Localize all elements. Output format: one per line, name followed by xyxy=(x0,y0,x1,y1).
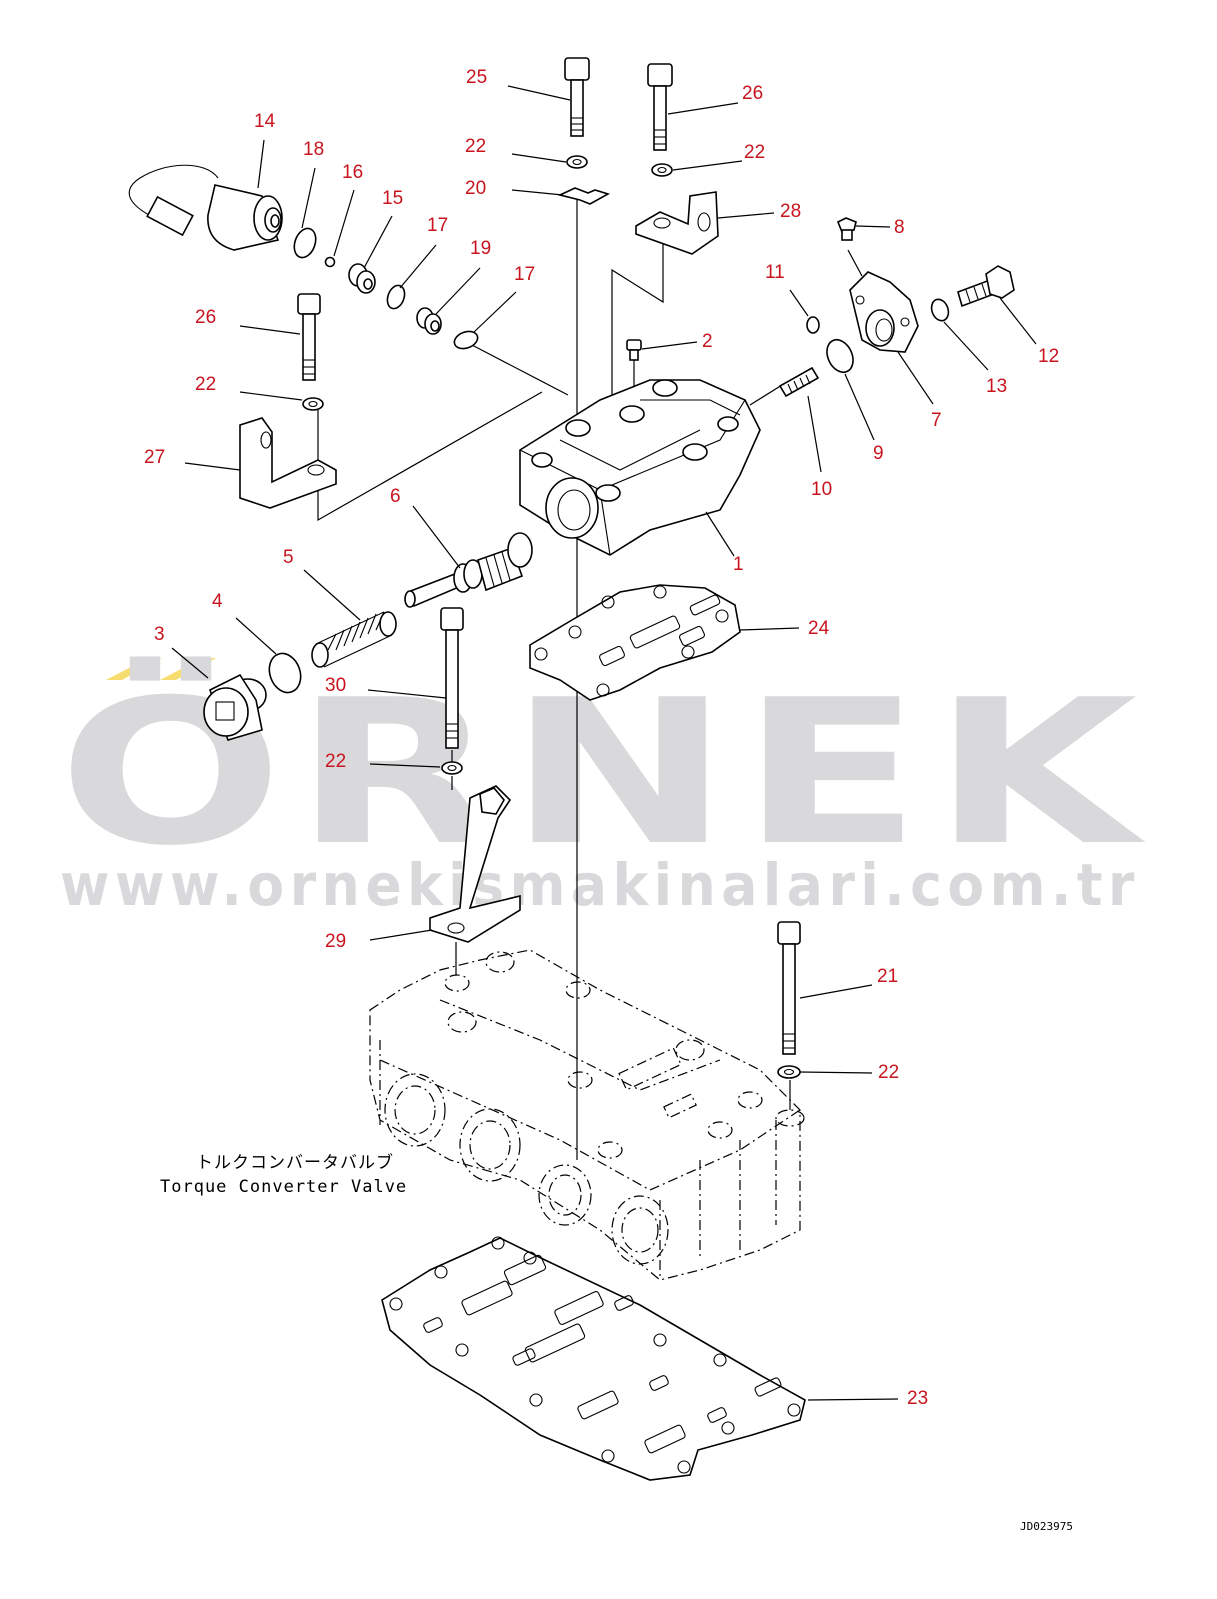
callout-17-upper: 17 xyxy=(427,215,448,236)
watermark-accent-right xyxy=(160,658,216,680)
part-5-spring xyxy=(311,611,397,668)
part-27-bracket xyxy=(239,417,337,509)
callout-19: 19 xyxy=(470,238,491,259)
part-20-plate xyxy=(557,187,611,205)
part-14-solenoid xyxy=(128,164,283,251)
part-28-bracket xyxy=(635,191,719,255)
part-12-bolt xyxy=(957,265,1015,308)
callout-24: 24 xyxy=(808,618,830,639)
callout-18: 18 xyxy=(303,139,324,160)
callout-6: 6 xyxy=(390,486,401,507)
callout-21: 21 xyxy=(877,966,898,987)
part-13-washer xyxy=(930,298,950,322)
callout-25: 25 xyxy=(466,67,487,88)
callout-26-upper: 26 xyxy=(742,83,763,104)
part-22-washer-5 xyxy=(777,1065,801,1079)
callout-3: 3 xyxy=(154,624,165,645)
callout-16: 16 xyxy=(342,162,363,183)
leader-lines xyxy=(171,85,1037,1401)
part-7-cover xyxy=(849,271,919,353)
part-2-plug xyxy=(626,339,642,361)
callout-12: 12 xyxy=(1038,346,1059,367)
callout-20: 20 xyxy=(465,178,486,199)
watermark-accent-left xyxy=(106,658,162,680)
part-22-washer-1 xyxy=(566,155,588,169)
part-10-stud xyxy=(778,366,820,398)
part-30-bolt xyxy=(440,607,464,749)
callouts: 1 2 3 4 5 6 7 8 9 10 11 12 13 14 15 16 1… xyxy=(144,67,1059,1409)
part-4-o-ring xyxy=(268,652,302,694)
lower-valve-body xyxy=(369,949,805,1281)
callout-22-c: 22 xyxy=(195,374,216,395)
callout-28: 28 xyxy=(780,201,801,222)
watermark-url: www.ornekismakinalari.com.tr xyxy=(60,851,1140,919)
part-6-spool xyxy=(404,532,533,608)
part-24-gasket xyxy=(529,584,741,701)
callout-13: 13 xyxy=(986,376,1007,397)
part-19-plug xyxy=(416,307,442,335)
part-25-bolt xyxy=(564,57,590,137)
callout-5: 5 xyxy=(283,547,294,568)
callout-17-lower: 17 xyxy=(514,264,535,285)
part-17-o-ring-upper xyxy=(386,284,406,310)
callout-26-left: 26 xyxy=(195,307,216,328)
callout-15: 15 xyxy=(382,188,403,209)
part-11-ball xyxy=(806,316,820,334)
part-8-bolt xyxy=(836,217,857,241)
callout-22-d: 22 xyxy=(325,751,346,772)
part-22-washer-2 xyxy=(651,163,673,177)
callout-7: 7 xyxy=(931,410,942,431)
caption-japanese: トルクコンバータバルブ xyxy=(196,1152,394,1173)
part-3-plug xyxy=(203,673,267,741)
callout-23: 23 xyxy=(907,1388,928,1409)
part-18-o-ring xyxy=(293,227,317,259)
callout-11: 11 xyxy=(765,262,785,283)
part-29-bracket xyxy=(429,785,521,943)
callout-2: 2 xyxy=(702,331,713,352)
callout-27: 27 xyxy=(144,447,165,468)
part-17-o-ring-lower xyxy=(453,330,479,350)
callout-14: 14 xyxy=(254,111,276,132)
part-22-washer-3 xyxy=(302,397,324,411)
callout-22-b: 22 xyxy=(744,142,765,163)
part-15-plug xyxy=(348,263,376,294)
callout-22-a: 22 xyxy=(465,136,486,157)
callout-8: 8 xyxy=(894,217,905,238)
callout-29: 29 xyxy=(325,931,346,952)
part-16-ball xyxy=(324,256,336,268)
part-9-o-ring xyxy=(826,338,854,374)
part-26-bolt-upper xyxy=(647,63,673,151)
callout-30: 30 xyxy=(325,675,346,696)
drawing-code: JD023975 xyxy=(1020,1520,1073,1533)
callout-9: 9 xyxy=(873,443,884,464)
caption-english: Torque Converter Valve xyxy=(160,1177,407,1197)
callout-4: 4 xyxy=(212,591,223,612)
part-21-bolt xyxy=(777,921,801,1055)
part-26-bolt-left xyxy=(297,293,321,381)
callout-10: 10 xyxy=(811,479,832,500)
part-1-valve-body xyxy=(519,379,761,556)
part-23-gasket xyxy=(381,1236,806,1481)
part-22-washer-4 xyxy=(441,761,463,775)
callout-22-e: 22 xyxy=(878,1062,899,1083)
callout-1: 1 xyxy=(733,554,744,575)
